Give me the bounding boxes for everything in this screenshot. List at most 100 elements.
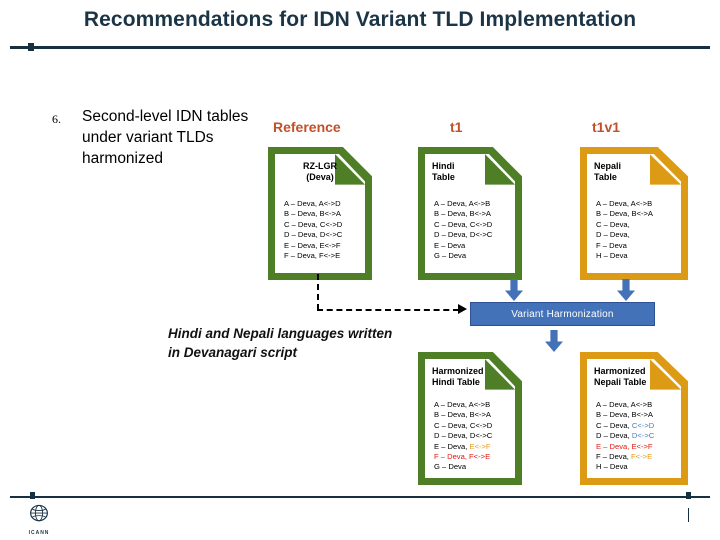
row-code: H – Deva (596, 251, 628, 261)
row-code: B – Deva, (284, 209, 318, 219)
table-row: D – Deva, (596, 230, 678, 240)
row-variant: B<->A (629, 209, 653, 219)
row-code: C – Deva, (284, 219, 318, 229)
row-code: B – Deva, (596, 209, 630, 219)
document-title-line2: Hindi Table (432, 377, 480, 387)
row-variant: E<->F (467, 441, 491, 451)
row-code: F – Deva, (434, 452, 467, 462)
row-code: A – Deva, (596, 199, 629, 208)
row-code: A – Deva, (596, 400, 629, 409)
bullet-text: Second-level IDN tables under variant TL… (82, 108, 249, 167)
document-title-line2: (Deva) (306, 172, 334, 182)
arrow-down-icon-nepali (617, 279, 635, 301)
row-code: A – Deva, (284, 199, 317, 208)
document-title: Hindi Table (418, 161, 522, 183)
document-title: RZ-LGR (Deva) (268, 161, 372, 183)
table-row: D – Deva, D<->C (434, 431, 512, 441)
row-variant: F<->E (316, 251, 341, 261)
row-variant: B<->A (467, 410, 491, 420)
table-row: B – Deva, B<->A (596, 209, 678, 219)
row-code: F – Deva, (596, 452, 629, 462)
globe-icon (30, 504, 48, 522)
table-row: A – Deva, A<->D (284, 199, 362, 209)
document-title: Harmonized Hindi Table (418, 366, 522, 388)
table-row: F – Deva, F<->E (284, 251, 362, 261)
table-row: E – Deva, E<->F (284, 241, 362, 251)
icann-logo: ICANN (18, 504, 60, 536)
row-code: D – Deva, (434, 431, 468, 441)
document-title-line2: Table (432, 172, 455, 182)
page-title: Recommendations for IDN Variant TLD Impl… (83, 8, 637, 31)
column-heading-t1v1: t1v1 (592, 119, 621, 135)
row-code: D – Deva, (434, 230, 468, 240)
table-row: B – Deva, B<->A (284, 209, 362, 219)
row-code: E – Deva, (434, 441, 468, 451)
row-code: F – Deva (596, 240, 627, 250)
row-code: B – Deva, (434, 410, 468, 420)
table-row: A – Deva, A<->B (596, 400, 678, 410)
footer-tick-mark (688, 508, 689, 522)
row-variant: C<->D (467, 219, 493, 229)
row-code: D – Deva, (596, 230, 630, 240)
row-variant: F<->E (628, 452, 653, 462)
row-variant: C<->D (317, 219, 343, 229)
document-title: Nepali Table (580, 161, 688, 183)
row-code: C – Deva, (596, 420, 630, 430)
dashed-connector-horizontal (317, 309, 459, 311)
row-code: E – Deva, (596, 441, 630, 451)
arrow-down-icon-output (545, 330, 563, 352)
document-title-line1: Hindi (432, 161, 455, 171)
table-row: C – Deva, C<->D (434, 421, 512, 431)
row-code: E – Deva (434, 240, 466, 250)
table-row: A – Deva, A<->B (434, 400, 512, 410)
document-title-line1: RZ-LGR (303, 161, 337, 171)
table-row: F – Deva, F<->E (434, 452, 512, 462)
footer-divider-node-right (686, 492, 691, 499)
footer-divider-node-left (30, 492, 35, 499)
document-title-line1: Harmonized (432, 366, 484, 376)
table-row: D – Deva, D<->C (434, 230, 512, 240)
script-caption: Hindi and Nepali languages written in De… (168, 326, 393, 360)
table-row: C – Deva, (596, 220, 678, 230)
row-code: H – Deva (596, 462, 628, 472)
document-title-line2: Nepali Table (594, 377, 647, 387)
row-variant: D<->C (317, 230, 343, 240)
table-row: D – Deva, D<->C (596, 431, 678, 441)
table-row: E – Deva (434, 241, 512, 251)
table-row: B – Deva, B<->A (434, 209, 512, 219)
row-code: D – Deva, (596, 431, 630, 441)
column-heading-t1: t1 (450, 119, 463, 135)
table-row: G – Deva (434, 462, 512, 472)
row-code: C – Deva, (434, 420, 468, 430)
table-row: A – Deva, A<->B (434, 199, 512, 209)
row-variant: A<->B (466, 199, 491, 208)
variant-harmonization-label: Variant Harmonization (511, 308, 614, 320)
row-code: G – Deva (434, 251, 467, 261)
row-variant: C<->D (467, 420, 493, 430)
row-variant: B<->A (629, 410, 653, 420)
variant-harmonization-box: Variant Harmonization (470, 302, 655, 326)
row-code: G – Deva (434, 462, 467, 472)
row-code: A – Deva, (434, 400, 467, 409)
column-heading-reference: Reference (273, 119, 341, 135)
document-title-line1: Harmonized (594, 366, 646, 376)
arrow-down-icon-hindi (505, 279, 523, 301)
header-divider-node (28, 43, 34, 51)
row-variant: D<->C (467, 230, 493, 240)
table-row: A – Deva, A<->B (596, 199, 678, 209)
table-row: B – Deva, B<->A (596, 410, 678, 420)
row-variant: F<->E (466, 452, 491, 462)
table-row: F – Deva (596, 241, 678, 251)
row-variant: A<->B (466, 400, 491, 409)
document-title-line1: Nepali (594, 161, 622, 171)
table-row: C – Deva, C<->D (284, 220, 362, 230)
row-code: D – Deva, (284, 230, 318, 240)
